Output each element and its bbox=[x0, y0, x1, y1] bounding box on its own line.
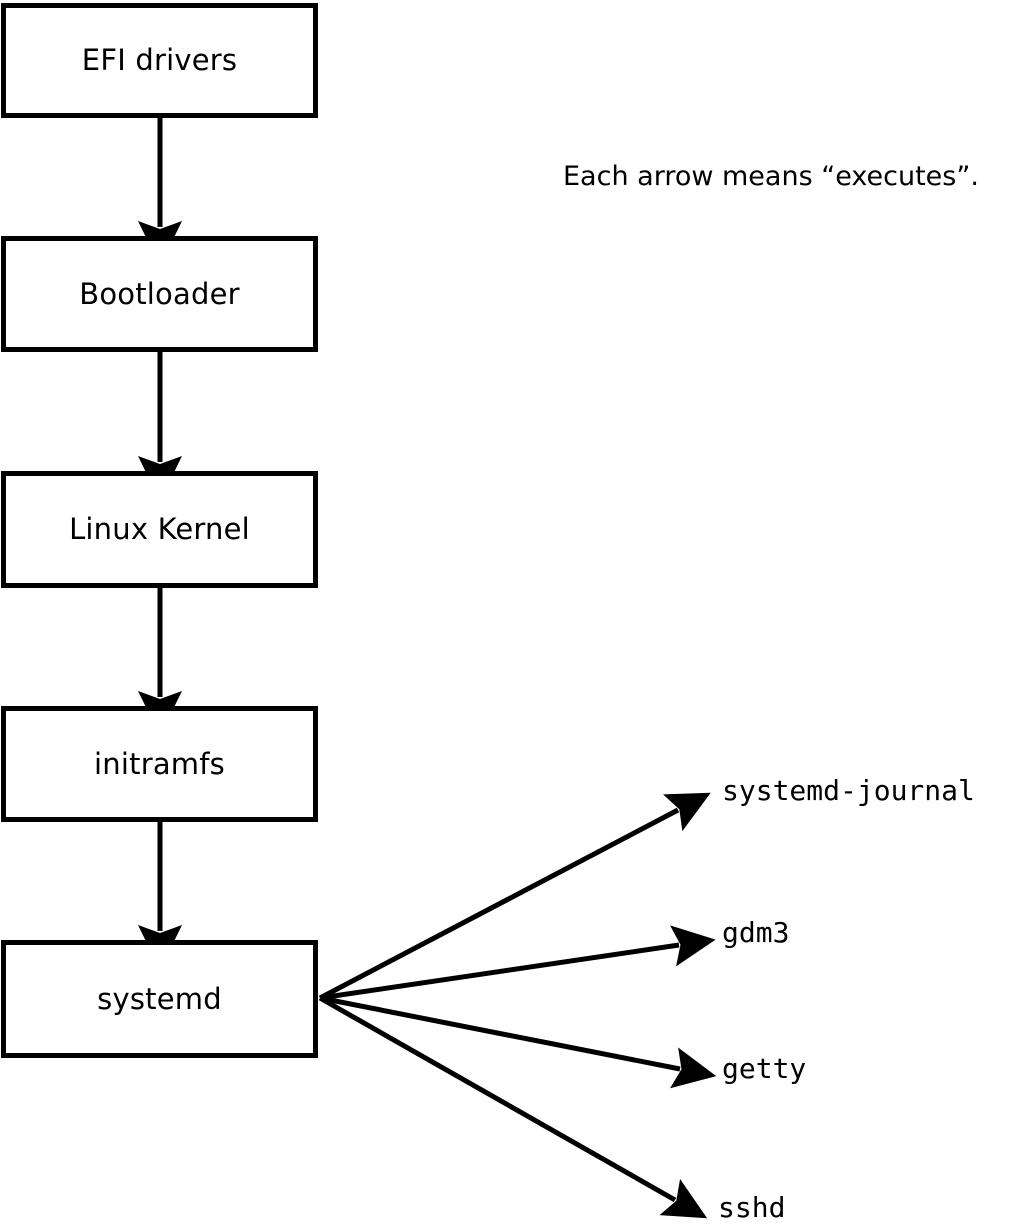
stage-box-efi-drivers[interactable]: EFI drivers bbox=[1, 3, 318, 118]
service-label-getty[interactable]: getty bbox=[722, 1052, 807, 1085]
stage-label-bootloader: Bootloader bbox=[79, 276, 240, 311]
service-label-systemd-journal[interactable]: systemd-journal bbox=[722, 774, 975, 807]
stage-label-linux-kernel: Linux Kernel bbox=[69, 512, 250, 546]
fanout-arrow-systemd-journal bbox=[318, 792, 711, 1001]
stage-box-systemd[interactable]: systemd bbox=[1, 940, 318, 1058]
fanout-arrow-gdm3 bbox=[319, 925, 716, 1001]
fanout-arrow-sshd bbox=[318, 995, 708, 1219]
service-label-gdm3[interactable]: gdm3 bbox=[722, 916, 790, 949]
stage-label-initramfs: initramfs bbox=[94, 746, 225, 781]
stage-box-linux-kernel[interactable]: Linux Kernel bbox=[1, 471, 318, 588]
fanout-arrow-getty bbox=[319, 995, 717, 1089]
stage-box-bootloader[interactable]: Bootloader bbox=[1, 236, 318, 352]
stage-label-efi-drivers: EFI drivers bbox=[81, 43, 238, 77]
service-label-sshd[interactable]: sshd bbox=[718, 1191, 786, 1224]
stage-label-systemd: systemd bbox=[97, 981, 222, 1016]
stage-box-initramfs[interactable]: initramfs bbox=[1, 706, 318, 822]
diagram-caption: Each arrow means “executes”. bbox=[563, 161, 979, 192]
